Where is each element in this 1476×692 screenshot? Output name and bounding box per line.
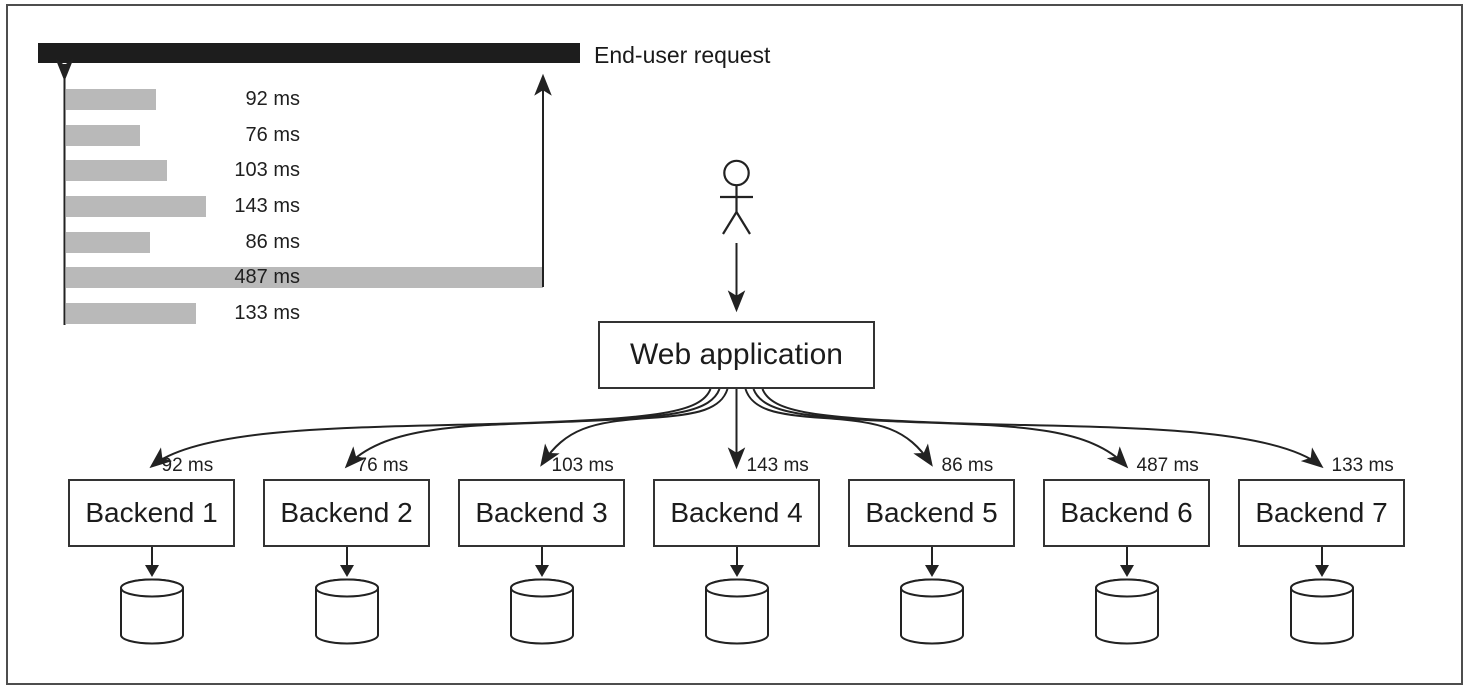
backend-box: Backend 6 [1043, 479, 1210, 547]
webapp-to-backend-5-arrow [744, 388, 933, 467]
latency-bar-label: 86 ms [245, 230, 300, 253]
latency-bar [66, 160, 167, 182]
backend-latency-label: 103 ms [551, 455, 614, 476]
latency-bars: 92 ms 76 ms 103 ms 143 ms 86 ms 487 ms 1… [66, 89, 586, 325]
arrow-down-icon [534, 547, 549, 577]
backend-latency-label: 133 ms [1331, 455, 1394, 476]
webapp-to-backend-3-arrow [540, 388, 729, 467]
latency-bar [66, 196, 207, 218]
backend-box: Backend 2 [263, 479, 430, 547]
arrow-down-icon [339, 547, 354, 577]
database-icon [509, 578, 574, 645]
database-icon [899, 578, 964, 645]
latency-bar-row: 76 ms [66, 123, 586, 146]
arrow-down-icon [1314, 547, 1329, 577]
latency-bar-row: 487 ms [66, 266, 586, 289]
latency-bar-row: 133 ms [66, 302, 586, 325]
latency-bar [66, 231, 151, 253]
database-icon [1094, 578, 1159, 645]
database-icon [119, 578, 184, 645]
backend-box: Backend 7 [1238, 479, 1405, 547]
backend-node-3: 103 ms Backend 3 [458, 455, 625, 645]
backend-latency-label: 86 ms [941, 455, 994, 476]
latency-bar-row: 103 ms [66, 159, 586, 182]
latency-bar [66, 303, 197, 325]
backend-box: Backend 5 [848, 479, 1015, 547]
user-icon [720, 159, 753, 235]
backend-box: Backend 3 [458, 479, 625, 547]
web-application-box: Web application [598, 321, 875, 389]
latency-bar-label: 103 ms [234, 159, 300, 182]
latency-bar [66, 89, 157, 110]
backend-latency-label: 76 ms [356, 455, 409, 476]
backend-node-7: 133 ms Backend 7 [1238, 455, 1405, 645]
backend-box: Backend 4 [653, 479, 820, 547]
backend-latency-label: 92 ms [161, 455, 214, 476]
database-icon [1289, 578, 1354, 645]
backend-node-5: 86 ms Backend 5 [848, 455, 1015, 645]
backend-node-6: 487 ms Backend 6 [1043, 455, 1210, 645]
latency-bar-label: 133 ms [234, 302, 300, 325]
arrow-down-icon [924, 547, 939, 577]
latency-bar-label: 487 ms [234, 266, 300, 289]
end-user-request-bar [38, 43, 580, 63]
backend-latency-label: 143 ms [746, 455, 809, 476]
end-user-request-label: End-user request [594, 42, 771, 68]
latency-bar-row: 143 ms [66, 195, 586, 218]
arrow-down-icon [144, 547, 159, 577]
latency-bar-label: 92 ms [245, 88, 300, 110]
latency-bar-label: 143 ms [234, 195, 300, 218]
backend-node-4: 143 ms Backend 4 [653, 455, 820, 645]
latency-bar [66, 124, 141, 146]
webapp-to-backend-1-arrow [149, 388, 712, 469]
backend-node-2: 76 ms Backend 2 [263, 455, 430, 645]
backend-node-1: 92 ms Backend 1 [68, 455, 235, 645]
latency-bar-label: 76 ms [245, 123, 300, 146]
backend-box: Backend 1 [68, 479, 235, 547]
arrow-down-icon [1119, 547, 1134, 577]
database-icon [314, 578, 379, 645]
backend-latency-label: 487 ms [1136, 455, 1199, 476]
latency-bar-row: 92 ms [66, 89, 586, 110]
database-icon [704, 578, 769, 645]
latency-bar-row: 86 ms [66, 230, 586, 253]
arrow-down-icon [729, 547, 744, 577]
latency-bar [66, 267, 544, 289]
